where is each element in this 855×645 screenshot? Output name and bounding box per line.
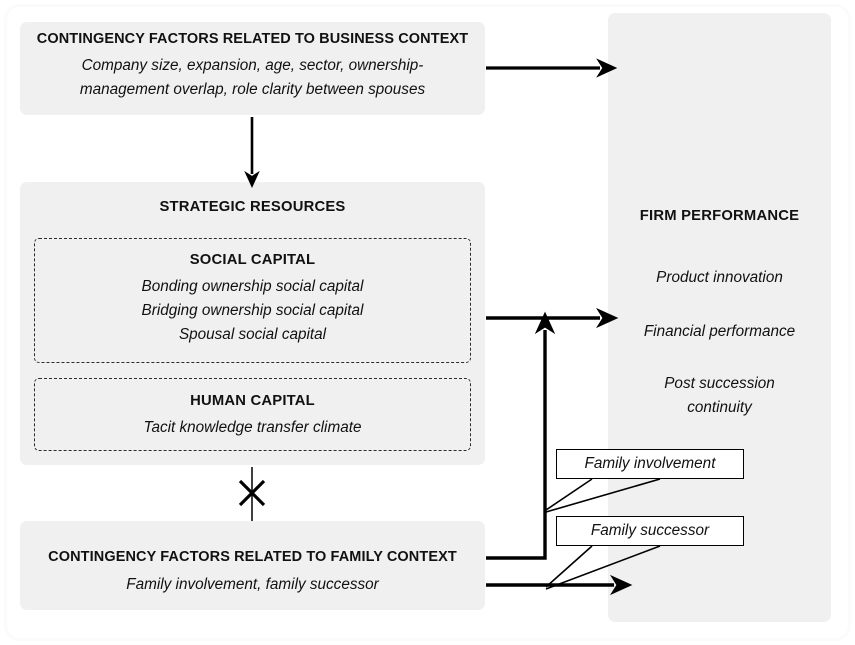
human-capital-item-tacit-knowledge: Tacit knowledge transfer climate	[143, 419, 362, 436]
human-capital-box: HUMAN CAPITAL Tacit knowledge transfer c…	[34, 378, 471, 451]
callout-family-successor: Family successor	[556, 516, 744, 546]
firm-performance-item-product-innovation: Product innovation	[656, 269, 783, 286]
business-context-title: CONTINGENCY FACTORS RELATED TO BUSINESS …	[36, 31, 469, 47]
firm-performance-item-continuity: continuity	[687, 399, 752, 416]
human-capital-title: HUMAN CAPITAL	[190, 393, 315, 409]
social-capital-item-spousal: Spousal social capital	[178, 326, 327, 343]
social-capital-title: SOCIAL CAPITAL	[189, 252, 316, 268]
family-context-subtitle: Family involvement, family successor	[126, 576, 379, 593]
callout-family-successor-label: Family successor	[590, 522, 710, 540]
social-capital-item-bridging: Bridging ownership social capital	[141, 302, 364, 319]
family-context-box: CONTINGENCY FACTORS RELATED TO FAMILY CO…	[20, 521, 485, 610]
business-context-line-2: management overlap, role clarity between…	[79, 81, 426, 98]
family-context-title: CONTINGENCY FACTORS RELATED TO FAMILY CO…	[48, 549, 457, 565]
business-context-line-1: Company size, expansion, age, sector, ow…	[81, 57, 424, 74]
strategic-resources-title: STRATEGIC RESOURCES	[159, 199, 346, 215]
firm-performance-item-post-succession: Post succession	[664, 375, 775, 392]
callout-family-involvement-label: Family involvement	[584, 455, 716, 473]
callout-family-involvement: Family involvement	[556, 449, 744, 479]
business-context-box: CONTINGENCY FACTORS RELATED TO BUSINESS …	[20, 22, 485, 115]
social-capital-box: SOCIAL CAPITAL Bonding ownership social …	[34, 238, 471, 363]
firm-performance-title: FIRM PERFORMANCE	[639, 208, 800, 224]
firm-performance-item-financial-performance: Financial performance	[643, 323, 796, 340]
social-capital-item-bonding: Bonding ownership social capital	[141, 278, 364, 295]
strategic-resources-box: STRATEGIC RESOURCES SOCIAL CAPITAL Bondi…	[20, 182, 485, 465]
